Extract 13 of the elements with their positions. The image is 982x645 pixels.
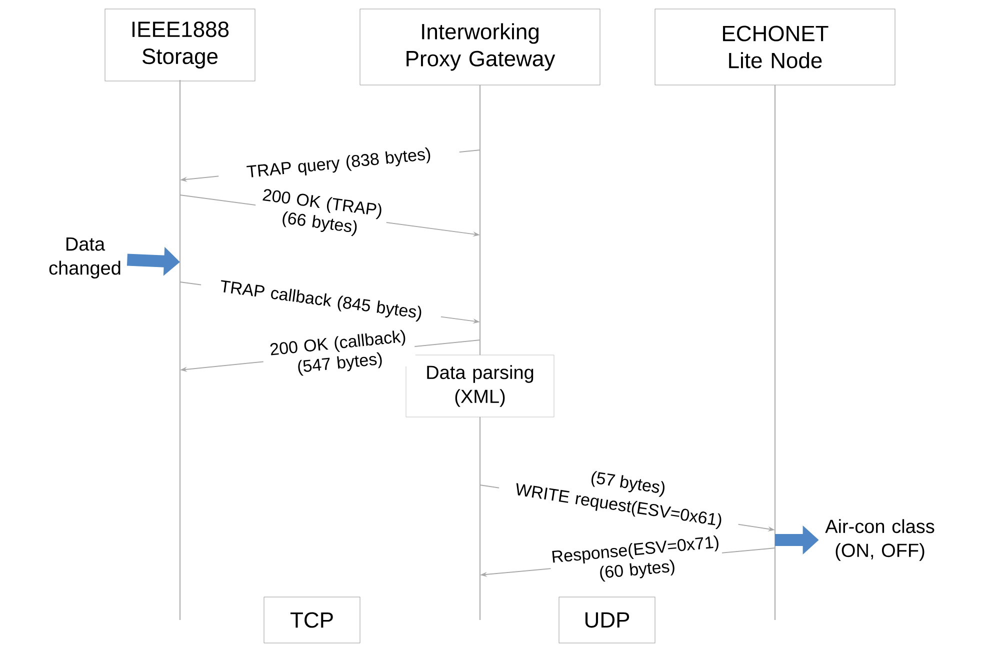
participant-box: ECHONET Lite Node: [654, 8, 896, 86]
edge-label: TRAP callback (845 bytes): [200, 276, 442, 326]
participant-box: Interworking Proxy Gateway: [360, 8, 600, 86]
annotation-text: Air-con class (ON, OFF): [825, 519, 934, 561]
edge-label: 200 OK (callback) (547 bytes): [262, 328, 416, 380]
participant-box: IEEE1888 Storage: [104, 8, 256, 82]
edge-label: TRAP query (838 bytes): [218, 143, 460, 186]
lifeline: [774, 84, 776, 620]
edge-label: Response(ESV=0x71) (60 bytes): [549, 534, 724, 588]
edge-label: 200 OK (TRAP) (66 bytes): [253, 186, 389, 242]
protocol-box: UDP: [558, 596, 656, 644]
protocol-box: TCP: [264, 596, 360, 644]
annotation-text: Data changed: [49, 238, 120, 278]
